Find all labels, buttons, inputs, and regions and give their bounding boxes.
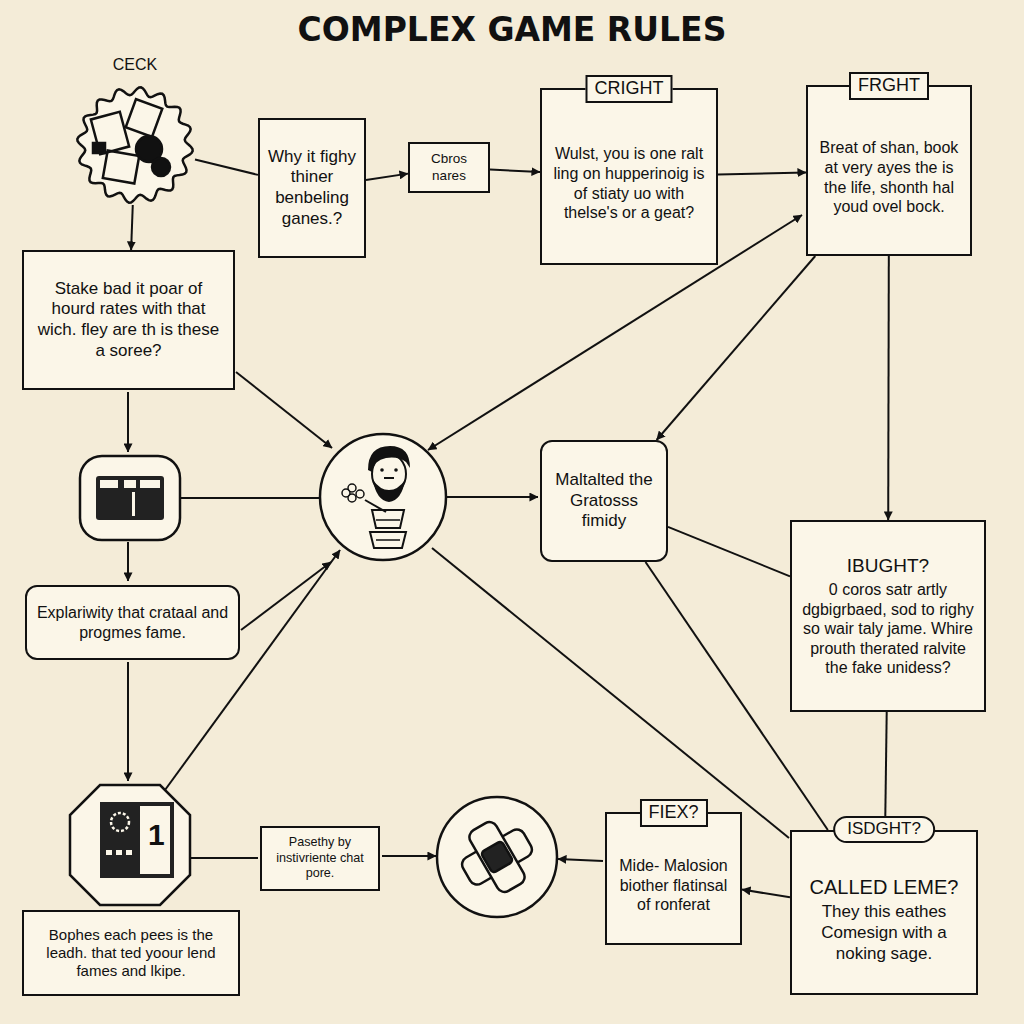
icon-part <box>100 480 118 488</box>
icon-part <box>140 806 170 874</box>
icon-part <box>356 490 364 498</box>
cards-glyph <box>91 99 170 183</box>
node-text: Why it fighy thiner benbeling ganes.? <box>267 147 357 230</box>
connector-arrow <box>887 256 890 520</box>
icon-part <box>373 480 405 502</box>
process-box: Maltalted the Gratosss fimidy <box>540 440 668 562</box>
process-box: Explariwity that crataal and progmes fam… <box>25 585 240 660</box>
icon-part <box>93 143 105 153</box>
connector-arrow <box>490 170 540 173</box>
flow-line <box>236 372 332 448</box>
process-box: Why it fighy thiner benbeling ganes.? <box>258 118 366 258</box>
icon-part <box>106 850 112 855</box>
icon-part <box>91 112 129 155</box>
icon-part <box>481 841 514 874</box>
card-badge <box>70 785 190 905</box>
node-text: Cbros nares <box>417 151 481 184</box>
scalloped-circle <box>77 87 192 202</box>
diagram-title: COMPLEX GAME RULES <box>0 10 1024 49</box>
node-text: Pasethy by instivriente chat pore. <box>269 835 371 881</box>
icon-part <box>467 819 528 895</box>
node-text: 0 coros satr artly dgbigrbaed, sod to ri… <box>799 580 977 678</box>
connector-arrow <box>657 256 816 440</box>
connector-arrow <box>195 160 258 175</box>
node-text: Mide- Malosion biother flatinsal of ronf… <box>614 856 733 915</box>
node-text: Stake bad it poar of hourd rates with th… <box>31 279 226 362</box>
icon-part <box>320 434 446 560</box>
process-box: ISDGHT?CALLED LEME?They this eathes Come… <box>790 830 978 995</box>
icon-part <box>124 480 136 488</box>
node-text: CALLED LEME? <box>810 875 959 899</box>
icon-node: CECK <box>75 85 195 205</box>
flow-line <box>558 859 603 861</box>
icon-part <box>132 492 135 516</box>
process-box: IBUGHT? 0 coros satr artly dgbigrbaed, so… <box>790 520 986 712</box>
icon-part <box>368 446 410 472</box>
flow-line <box>127 662 129 781</box>
flow-line <box>447 496 538 498</box>
connector-arrow <box>742 890 790 898</box>
process-box: Pasethy by instivriente chat pore. <box>260 826 380 891</box>
connector-arrow <box>668 527 790 576</box>
cross-icon <box>437 797 557 917</box>
icon-part <box>116 850 122 855</box>
icon-part <box>342 489 350 497</box>
connector-arrow <box>131 205 133 250</box>
flow-line <box>127 542 129 581</box>
flow-line <box>382 855 436 857</box>
icon-part <box>394 468 398 472</box>
icon-part <box>384 477 394 479</box>
icon-part <box>100 802 174 878</box>
icon-part <box>111 813 129 831</box>
node-text: Breat of shan, book at very ayes the is … <box>815 138 963 216</box>
icon-part <box>376 520 400 540</box>
node-heading: FRGHT <box>849 72 929 100</box>
node-heading: ISDGHT? <box>833 816 935 843</box>
icon-part <box>365 500 386 512</box>
icon-part <box>126 850 132 855</box>
icon-part <box>96 476 164 520</box>
flow-line <box>190 857 258 859</box>
icon-part <box>449 809 545 905</box>
flow-line <box>127 392 129 452</box>
icon-part <box>152 158 170 176</box>
node-text: Maltalted the Gratosss fimidy <box>549 470 659 532</box>
icon-part <box>70 785 190 905</box>
process-box: FRGHTBreat of shan, book at very ayes th… <box>806 85 972 256</box>
node-text: Explariwity that crataal and progmes fam… <box>34 603 231 642</box>
node-text: Wulst, you is one ralt ling on hupperino… <box>549 144 709 222</box>
icon-part <box>437 797 557 917</box>
node-text: Bophes each pees is the leadh. that ted … <box>31 926 231 981</box>
connector-arrow <box>718 172 806 174</box>
icon-part <box>103 150 139 183</box>
card-number: 1 <box>148 818 165 852</box>
process-box: CRIGHTWulst, you is one ralt ling on hup… <box>540 88 718 265</box>
process-box: Cbros nares <box>408 142 490 193</box>
flow-line <box>241 562 331 630</box>
portrait-circle <box>320 434 446 560</box>
icon-part <box>126 99 163 137</box>
connector-arrow <box>366 174 408 180</box>
node-heading: CRIGHT <box>586 75 673 103</box>
process-box: FIEX?Mide- Malosion biother flatinsal of… <box>605 812 742 945</box>
node-heading: IBUGHT? <box>847 554 929 577</box>
icon-part <box>372 510 404 528</box>
process-box: Stake bad it poar of hourd rates with th… <box>22 250 235 390</box>
node-text: They this eathes Comesign with a noking … <box>799 902 969 964</box>
node-heading: CECK <box>113 55 157 75</box>
icon-part <box>80 456 180 540</box>
icon-part <box>380 468 384 472</box>
process-box: Bophes each pees is the leadh. that ted … <box>22 910 240 996</box>
node-heading: FIEX? <box>639 799 707 827</box>
film-icon <box>80 456 180 540</box>
icon-part <box>140 480 160 488</box>
icon-outline <box>75 85 195 205</box>
connector-arrow <box>885 712 887 830</box>
flow-line <box>181 497 319 499</box>
